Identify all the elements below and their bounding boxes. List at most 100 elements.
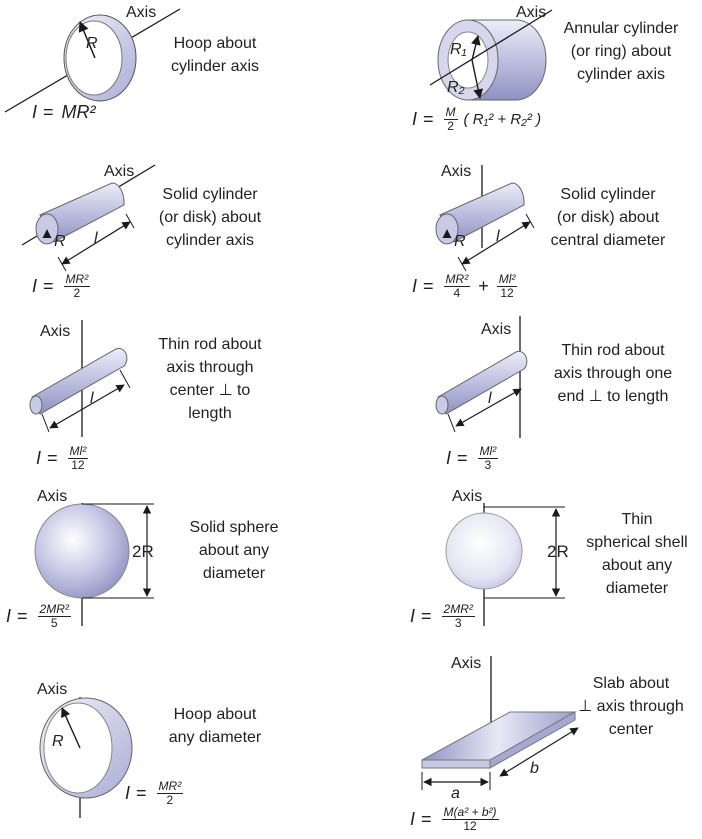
annular-cylinder-figure bbox=[429, 9, 553, 101]
desc-line: axis through one bbox=[553, 365, 673, 382]
desc-line: cylinder axis bbox=[165, 232, 255, 249]
b-label-slab: b bbox=[530, 760, 539, 777]
desc-line: cylinder axis bbox=[170, 58, 260, 75]
radius-label-r1: R₁ bbox=[450, 41, 467, 58]
axis-label-9: Axis bbox=[37, 681, 68, 698]
desc-line: (or ring) about bbox=[570, 43, 672, 60]
hoop-diameter-figure bbox=[39, 697, 133, 818]
formula-equals: = bbox=[457, 448, 468, 468]
axis-label-4: Axis bbox=[441, 163, 472, 180]
diameter-label-shell: 2R bbox=[547, 542, 569, 561]
fraction-denominator: 5 bbox=[50, 616, 58, 630]
axis-label-2: Axis bbox=[516, 4, 547, 21]
desc-line: about any bbox=[601, 557, 673, 574]
fraction-numerator: 2MR² bbox=[37, 602, 71, 617]
desc-line: Solid cylinder bbox=[560, 186, 656, 203]
hoop-cylinder-axis-figure bbox=[4, 8, 181, 113]
formula-equals: = bbox=[423, 276, 434, 296]
formula-symbol: I bbox=[32, 102, 38, 122]
fraction-numerator: MR² bbox=[156, 779, 184, 794]
radius-label-hoop-diam: R bbox=[52, 733, 64, 750]
formula-equals: = bbox=[47, 448, 58, 468]
fraction-numerator: MR² bbox=[443, 272, 471, 287]
length-label-cyl-axis: l bbox=[94, 230, 98, 247]
desc-line: center bbox=[608, 721, 654, 738]
desc-line: Solid cylinder bbox=[162, 186, 258, 203]
fraction-denominator: 3 bbox=[484, 458, 492, 472]
axis-label-5: Axis bbox=[40, 323, 71, 340]
formula-equals: = bbox=[421, 809, 432, 829]
desc-line: length bbox=[188, 405, 232, 422]
desc-spherical-shell: Thin spherical shell about any diameter bbox=[573, 508, 701, 600]
desc-line: spherical shell bbox=[586, 534, 688, 551]
formula-symbol: I bbox=[410, 606, 416, 626]
length-label-rod-center: l bbox=[90, 390, 94, 407]
desc-line: Solid sphere bbox=[189, 519, 279, 536]
solid-cylinder-diameter-figure bbox=[435, 165, 535, 272]
radius-label-cyl-axis: R bbox=[54, 233, 66, 250]
desc-line: Annular cylinder bbox=[563, 20, 679, 37]
formula-slab: I = M(a² + b²)12 bbox=[410, 806, 501, 833]
desc-line: cylinder axis bbox=[576, 66, 666, 83]
formula-symbol: I bbox=[412, 276, 418, 296]
solid-sphere-figure bbox=[34, 503, 154, 626]
formula-symbol: I bbox=[412, 109, 418, 129]
desc-line: (or disk) about bbox=[556, 209, 660, 226]
formula-symbol: I bbox=[6, 606, 12, 626]
slab-figure bbox=[421, 656, 579, 790]
desc-hoop-diam: Hoop about any diameter bbox=[140, 703, 290, 749]
desc-hoop-axis: Hoop about cylinder axis bbox=[140, 32, 290, 78]
desc-line: Thin rod about bbox=[158, 336, 262, 353]
fraction-denominator: 12 bbox=[463, 819, 477, 833]
formula-equals: = bbox=[421, 606, 432, 626]
axis-label-7: Axis bbox=[37, 488, 68, 505]
fraction-numerator: M(a² + b²) bbox=[441, 805, 499, 820]
axis-label-6: Axis bbox=[481, 321, 512, 338]
fraction-numerator: Ml² bbox=[67, 444, 89, 459]
desc-rod-end: Thin rod about axis through one end ⊥ to… bbox=[542, 339, 684, 408]
desc-line: diameter bbox=[202, 565, 266, 582]
desc-line: Hoop about bbox=[173, 35, 257, 52]
formula-equals: = bbox=[43, 102, 54, 122]
formula-fraction: M(a² + b²)12 bbox=[441, 805, 499, 833]
desc-solid-cyl-diam: Solid cylinder (or disk) about central d… bbox=[533, 183, 683, 252]
formula-equals: = bbox=[17, 606, 28, 626]
fraction-denominator: 12 bbox=[71, 458, 85, 472]
axis-label-10: Axis bbox=[451, 655, 482, 672]
fraction-denominator: 3 bbox=[454, 616, 462, 630]
desc-line: central diameter bbox=[550, 232, 666, 249]
formula-symbol: I bbox=[125, 783, 131, 803]
desc-line: center ⊥ to bbox=[169, 382, 251, 399]
desc-solid-sphere: Solid sphere about any diameter bbox=[159, 516, 309, 585]
radius-label-r2: R₂ bbox=[447, 79, 465, 96]
fraction-numerator: 2MR² bbox=[441, 602, 475, 617]
formula-expression: MR² bbox=[61, 102, 96, 122]
formula-plus: + bbox=[478, 276, 489, 296]
fraction-denominator: 12 bbox=[500, 286, 514, 300]
solid-cylinder-axis-figure bbox=[21, 164, 156, 272]
desc-line: Hoop about bbox=[173, 706, 257, 723]
desc-line: diameter bbox=[605, 580, 669, 597]
desc-line: axis through bbox=[166, 359, 254, 376]
desc-line: about any bbox=[198, 542, 270, 559]
length-label-rod-end: l bbox=[488, 390, 492, 407]
formula-symbol: I bbox=[36, 448, 42, 468]
thin-rod-center-figure bbox=[29, 320, 131, 437]
